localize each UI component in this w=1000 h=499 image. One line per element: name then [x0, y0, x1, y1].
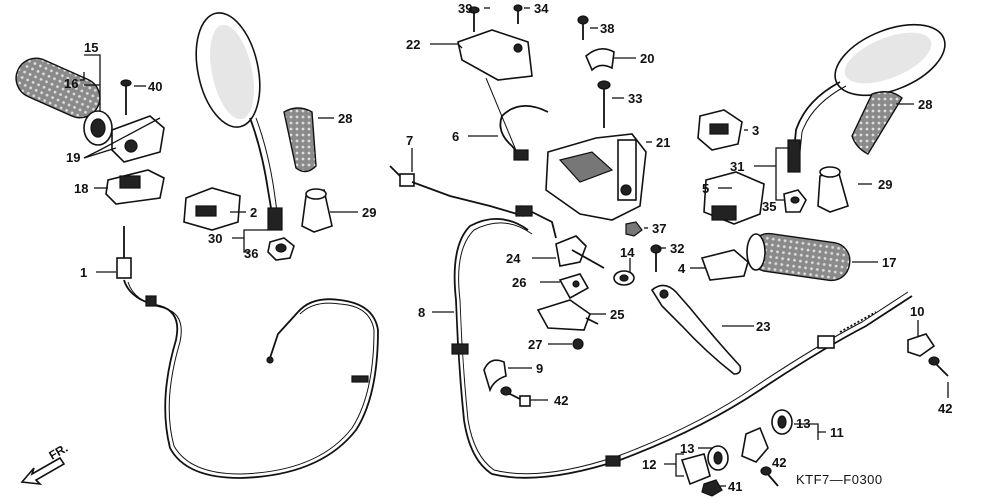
- callout-3: 3: [752, 123, 759, 138]
- callout-36: 36: [244, 246, 258, 261]
- leader-lines: [80, 7, 949, 487]
- callout-26: 26: [512, 275, 526, 290]
- nut-41: [701, 479, 723, 497]
- callout-35: 35: [762, 199, 776, 214]
- callout-31: 31: [730, 159, 744, 174]
- callout-16: 16: [64, 76, 78, 91]
- clamp-9: [483, 359, 507, 393]
- screw-27: [572, 338, 584, 350]
- left-grip: [15, 57, 113, 146]
- callout-23: 23: [756, 319, 770, 334]
- callout-42-bottom: 42: [772, 455, 786, 470]
- screw-34: [513, 4, 523, 24]
- bracket-12: [680, 453, 711, 486]
- bracket-10: [907, 333, 936, 357]
- cable-8: [451, 217, 913, 479]
- front-direction-label: FR.: [47, 441, 71, 463]
- callout-29-left: 29: [362, 205, 376, 220]
- throttle-grip-17: [746, 232, 851, 282]
- callout-14: 14: [620, 245, 635, 260]
- callout-28-left: 28: [338, 111, 352, 126]
- throttle-cable: [116, 226, 379, 479]
- boot-29-left: [301, 188, 333, 233]
- left-switch-housing-upper: [111, 115, 165, 163]
- switch-3: [697, 109, 743, 151]
- stop-switch-25: [536, 299, 599, 331]
- callout-19: 19: [66, 150, 80, 165]
- callout-labels: 15 16 40 19 18 1 2 30 36 28 29 7 8 6 39 …: [64, 1, 952, 494]
- bolt-32: [650, 244, 662, 272]
- switch-wire-6: [499, 105, 549, 161]
- callout-27: 27: [528, 337, 542, 352]
- nut-35: [783, 189, 807, 213]
- callout-13-left: 13: [680, 441, 694, 456]
- callout-12: 12: [642, 457, 656, 472]
- callout-34: 34: [534, 1, 549, 16]
- collar-13-right: [771, 409, 793, 435]
- boot-29-right: [817, 166, 849, 213]
- arm-11: [741, 426, 769, 463]
- left-switch: [183, 187, 241, 231]
- nut-36: [267, 237, 295, 261]
- left-switch-housing-lower: [105, 169, 165, 205]
- callout-37: 37: [652, 221, 666, 236]
- callout-9: 9: [536, 361, 543, 376]
- right-mirror: [787, 23, 946, 173]
- screw-40: [120, 79, 132, 115]
- clamp-20: [585, 48, 615, 72]
- switch-housing-4: [700, 249, 749, 281]
- callout-6: 6: [452, 129, 459, 144]
- callout-25: 25: [610, 307, 624, 322]
- grip-rubber-28-left: [283, 107, 317, 173]
- callout-10: 10: [910, 304, 924, 319]
- callout-1: 1: [80, 265, 87, 280]
- callout-13-right: 13: [796, 416, 810, 431]
- cable-7: [389, 165, 557, 239]
- plate-26: [558, 273, 590, 300]
- bolt-42-center: [500, 386, 531, 407]
- callout-22: 22: [406, 37, 420, 52]
- switch-housing-5: [703, 171, 765, 225]
- callout-17: 17: [882, 255, 896, 270]
- brake-lever-23: [650, 284, 742, 375]
- left-mirror: [195, 12, 283, 231]
- callout-41: 41: [728, 479, 742, 494]
- callout-40: 40: [148, 79, 162, 94]
- callout-39: 39: [458, 1, 472, 16]
- bolt-42-right: [928, 356, 949, 377]
- screw-39: [468, 6, 480, 32]
- callout-29-right: 29: [878, 177, 892, 192]
- front-direction-arrow: FR.: [20, 441, 71, 486]
- collar-13-left: [707, 445, 729, 471]
- master-cylinder-21: [545, 133, 647, 221]
- bolt-42-bottom: [760, 466, 779, 487]
- callout-28-right: 28: [918, 97, 932, 112]
- bolt-38: [577, 15, 589, 40]
- callout-7: 7: [406, 133, 413, 148]
- callout-5: 5: [702, 181, 709, 196]
- callout-4: 4: [678, 261, 686, 276]
- callout-21: 21: [656, 135, 670, 150]
- callout-42-center: 42: [554, 393, 568, 408]
- bracket-22: [457, 29, 533, 161]
- callout-11: 11: [830, 425, 844, 440]
- callout-38: 38: [600, 21, 614, 36]
- callout-15: 15: [84, 40, 98, 55]
- collar-14: [613, 270, 635, 286]
- bolt-33: [597, 80, 611, 128]
- callout-2: 2: [250, 205, 257, 220]
- callout-33: 33: [628, 91, 642, 106]
- diagram-code: KTF7—F0300: [796, 472, 883, 487]
- callout-42-right: 42: [938, 401, 952, 416]
- grip-rubber-28-right: [851, 91, 903, 155]
- nut-37: [625, 221, 643, 237]
- callout-20: 20: [640, 51, 654, 66]
- callout-32: 32: [670, 241, 684, 256]
- callout-30: 30: [208, 231, 222, 246]
- holder-24: [555, 235, 605, 269]
- callout-18: 18: [74, 181, 88, 196]
- callout-24: 24: [506, 251, 521, 266]
- callout-8: 8: [418, 305, 425, 320]
